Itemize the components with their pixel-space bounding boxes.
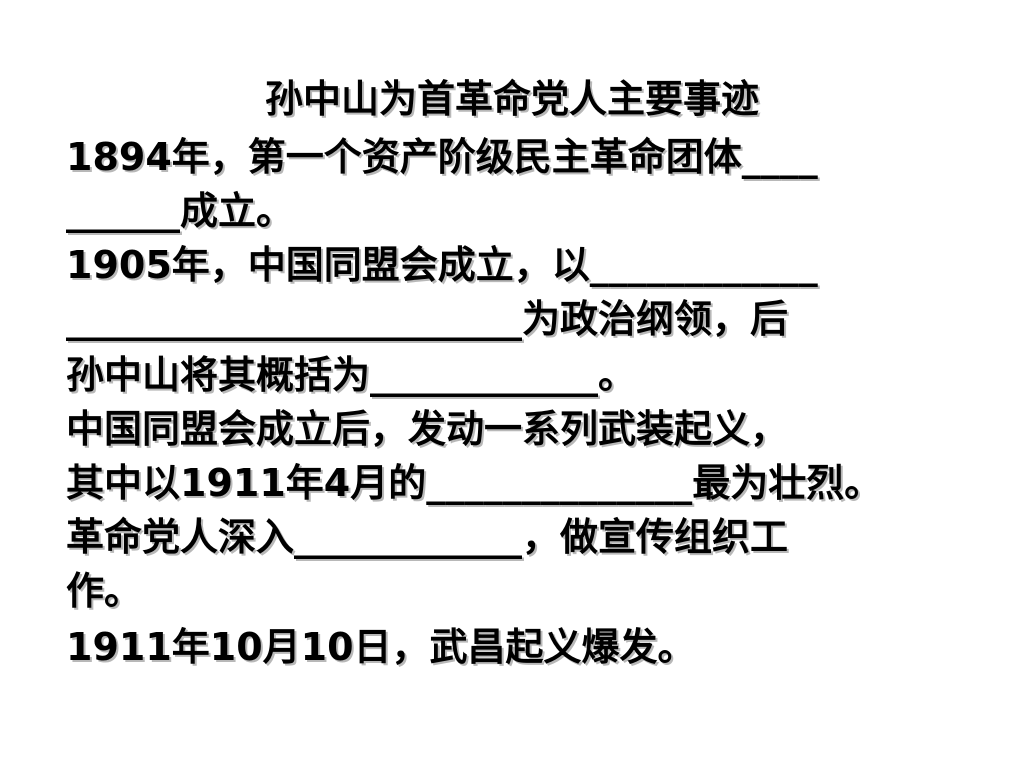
slide-title: 孙中山为首革命党人主要事迹 <box>264 77 759 121</box>
text-line-6: 中国同盟会成立后，发动一系列武装起义， <box>66 407 789 451</box>
text-line-3: 1905年，中国同盟会成立，以____________ <box>66 243 818 287</box>
text-line-2: ______成立。 <box>66 189 295 233</box>
text-line-4: ________________________为政治纲领，后 <box>66 297 789 341</box>
text-line-1: 1894年，第一个资产阶级民主革命团体____ <box>66 135 818 179</box>
text-line-10: 1911年10月10日，武昌起义爆发。 <box>66 625 696 669</box>
text-line-5: 孙中山将其概括为____________。 <box>66 353 637 397</box>
text-line-7: 其中以1911年4月的______________最为壮烈。 <box>66 461 883 505</box>
text-line-9: 作。 <box>66 569 143 613</box>
text-line-8: 革命党人深入____________，做宣传组织工 <box>66 515 789 559</box>
